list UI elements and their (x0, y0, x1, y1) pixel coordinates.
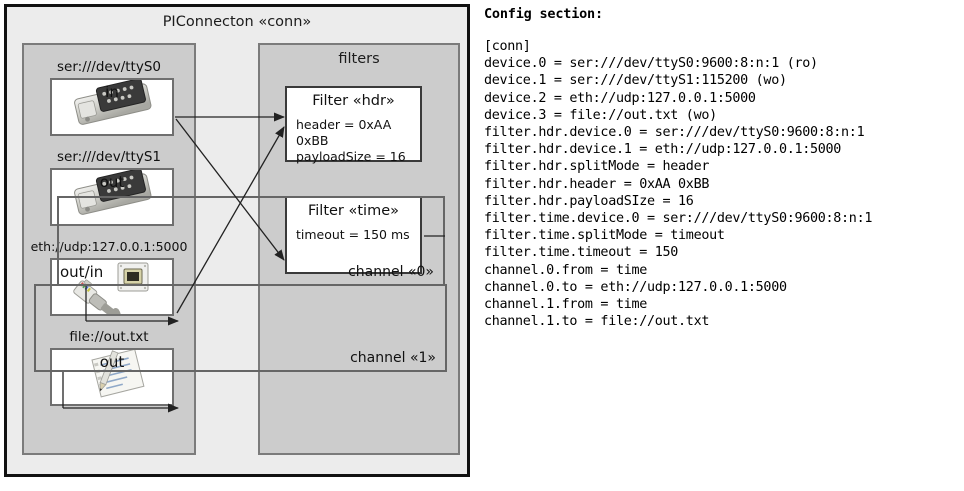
device-label-serial0: ser:///dev/ttyS0 (57, 59, 161, 75)
connection-diagram: PIConnecton «conn» ser:///dev/ttyS0 (4, 4, 470, 477)
config-heading: Config section: (484, 6, 603, 22)
filter-box-hdr[interactable]: Filter «hdr» header = 0xAA 0xBB payloadS… (285, 86, 422, 165)
config-section: Config section: [conn] device.0 = ser://… (484, 6, 960, 330)
filter-time-prop-timeout: timeout = 150 ms (296, 227, 410, 242)
channel-1-label: channel «1» (350, 350, 436, 366)
device-box-file[interactable]: out (50, 348, 174, 406)
device-label-ethernet: eth://udp:127.0.0.1:5000 (30, 239, 188, 254)
filter-time-properties: timeout = 150 ms (296, 227, 410, 243)
serial-connector-icon (52, 80, 172, 134)
device-direction-file: out (99, 353, 125, 371)
device-direction-ethernet: out/in (60, 263, 104, 281)
device-direction-serial1: out (99, 173, 125, 191)
filters-panel: filters Filter «hdr» header = 0xAA 0xBB … (258, 43, 460, 455)
channel-0-label: channel «0» (348, 264, 434, 280)
filter-hdr-prop-header: header = 0xAA 0xBB (296, 117, 392, 148)
filter-time-title: Filter «time» (307, 203, 400, 219)
filter-hdr-title: Filter «hdr» (312, 93, 395, 109)
device-box-serial0[interactable]: in (50, 78, 174, 136)
filter-box-time[interactable]: Filter «time» timeout = 150 ms (285, 196, 422, 274)
page-title: PIConnecton «conn» (162, 14, 312, 30)
serial-connector-icon (52, 170, 172, 224)
filter-hdr-properties: header = 0xAA 0xBB payloadSize = 16 (296, 117, 420, 165)
device-direction-serial0: in (105, 83, 119, 101)
device-label-serial1: ser:///dev/ttyS1 (57, 149, 161, 165)
devices-panel: ser:///dev/ttyS0 (22, 43, 196, 455)
filter-hdr-prop-payloadsize: payloadSize = 16 (296, 149, 406, 164)
config-text: [conn] device.0 = ser:///dev/ttyS0:9600:… (484, 39, 873, 330)
filters-panel-title: filters (338, 51, 380, 67)
device-label-file: file://out.txt (69, 329, 149, 345)
